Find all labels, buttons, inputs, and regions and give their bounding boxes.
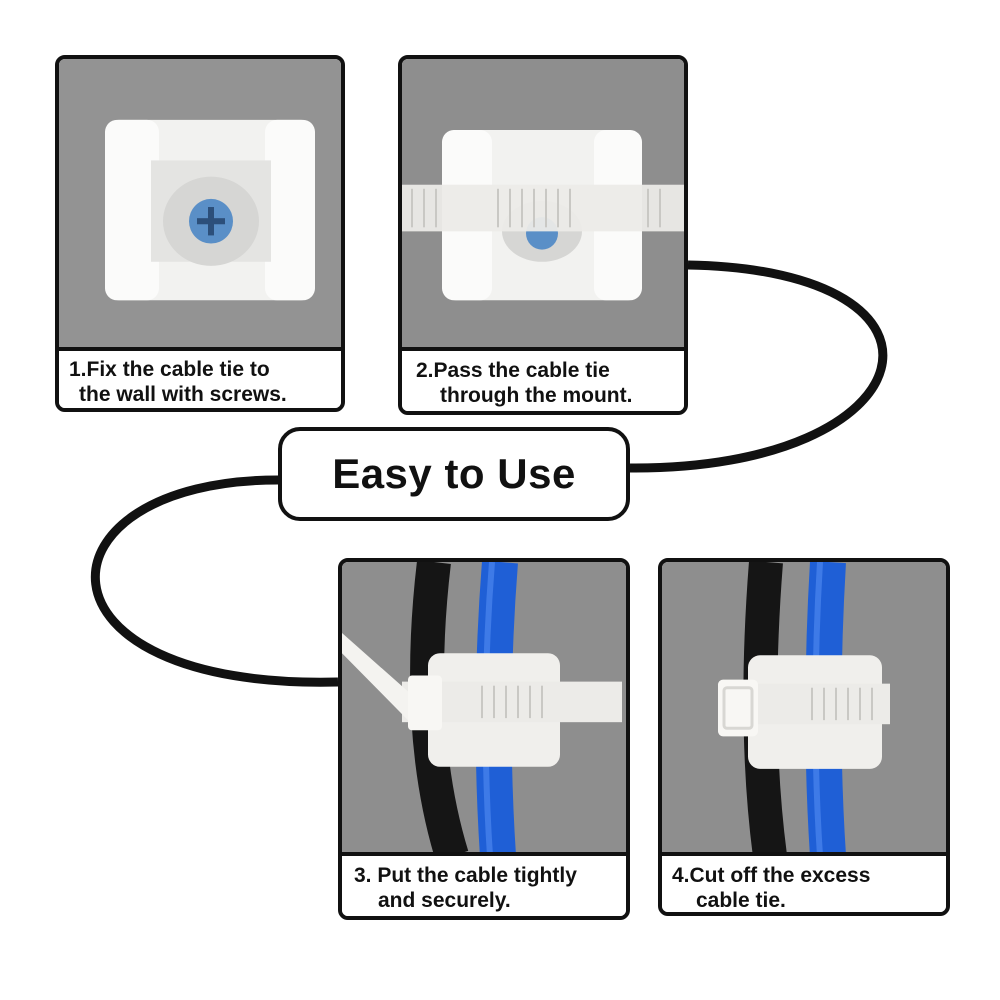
step-3-caption: 3. Put the cable tightly and securely. [342,852,626,916]
step-1-panel: 1.Fix the cable tie to the wall with scr… [55,55,345,412]
step-3-caption-line-2: and securely. [378,889,511,912]
step-4-caption-line-2: cable tie. [696,889,786,912]
step-3-caption-line-1: 3. Put the cable tightly [354,864,577,887]
headline: Easy to Use [332,450,576,497]
step-2-caption-line-1: 2.Pass the cable tie [416,359,610,382]
step-3-panel: 3. Put the cable tightly and securely. [338,558,630,920]
step-1-caption: 1.Fix the cable tie to the wall with scr… [59,347,341,408]
step-2-caption: 2.Pass the cable tie through the mount. [402,347,684,411]
step-1-photo [59,59,341,351]
step-3-photo [342,562,626,856]
step-2-photo [402,59,684,351]
headline-box: Easy to Use [278,427,630,521]
step-1-caption-line-2: the wall with screws. [79,383,287,406]
step-4-caption: 4.Cut off the excess cable tie. [662,852,946,912]
step-4-photo [662,562,946,856]
step-4-panel: 4.Cut off the excess cable tie. [658,558,950,916]
step-4-caption-line-1: 4.Cut off the excess [672,864,871,887]
step-2-caption-line-2: through the mount. [440,384,633,407]
step-1-caption-line-1: 1.Fix the cable tie to [69,358,270,381]
step-2-panel: 2.Pass the cable tie through the mount. [398,55,688,415]
